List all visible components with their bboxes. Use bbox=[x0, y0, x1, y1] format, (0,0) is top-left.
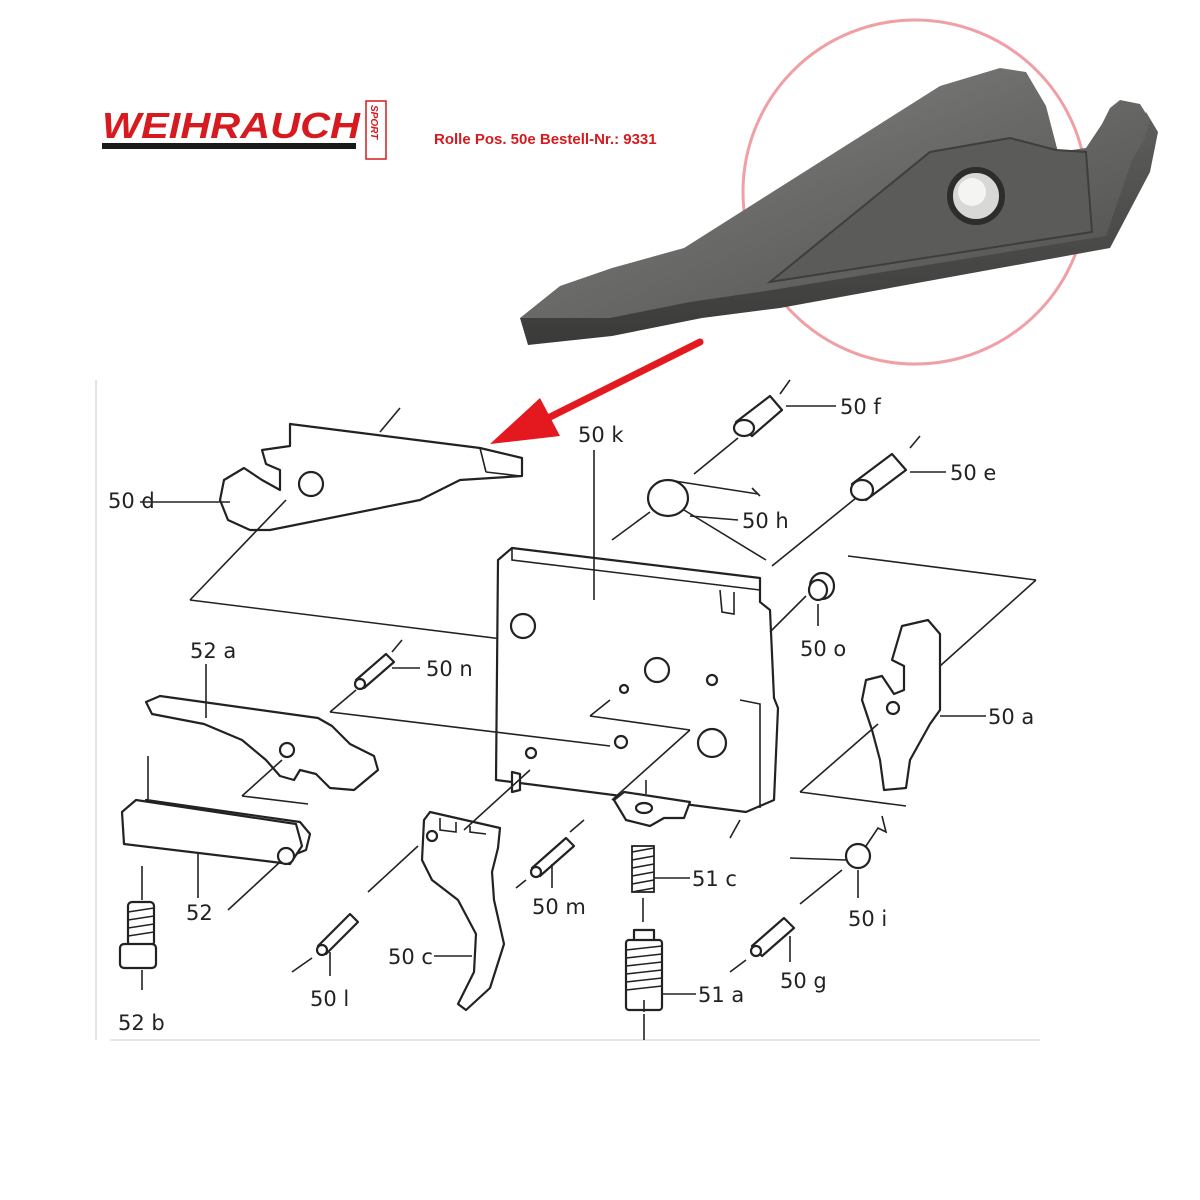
part-50f: 50 f bbox=[693, 379, 881, 475]
part-50a: 50 a bbox=[799, 618, 1034, 807]
logo-sport-tag: SPORT bbox=[368, 105, 379, 140]
part-50i: 50 i bbox=[789, 815, 887, 931]
lever-photo bbox=[520, 68, 1158, 345]
label-52b: 52 b bbox=[118, 1011, 165, 1035]
label-50i: 50 i bbox=[848, 907, 887, 931]
part-caption: Rolle Pos. 50e Bestell-Nr.: 9331 bbox=[434, 131, 657, 148]
part-50m: 50 m bbox=[515, 819, 586, 919]
logo-underline-bar bbox=[102, 143, 356, 149]
part-50k: 50 k bbox=[494, 423, 780, 814]
part-50e: 50 e bbox=[771, 435, 996, 567]
label-51c: 51 c bbox=[692, 867, 737, 891]
part-52b: 52 b bbox=[118, 866, 165, 1035]
label-50f: 50 f bbox=[840, 395, 881, 419]
part-50h: 50 h bbox=[611, 478, 789, 561]
part-50n: 50 n bbox=[329, 639, 611, 747]
label-50h: 50 h bbox=[742, 509, 789, 533]
part-51a: 51 a bbox=[624, 928, 744, 1040]
label-50m: 50 m bbox=[532, 895, 586, 919]
part-50d: 50 d bbox=[108, 407, 524, 641]
part-50c: 50 c bbox=[367, 810, 506, 1012]
label-50n: 50 n bbox=[426, 657, 473, 681]
logo-wordmark: WEIHRAUCH bbox=[102, 105, 361, 146]
logo-sport-box bbox=[365, 100, 387, 160]
label-50o: 50 o bbox=[800, 637, 846, 661]
label-52: 52 bbox=[186, 901, 213, 925]
part-50o: 50 o bbox=[769, 555, 1037, 667]
part-52a: 52 a bbox=[144, 639, 380, 805]
label-50c: 50 c bbox=[388, 945, 433, 969]
part-50g: 50 g bbox=[729, 916, 827, 993]
label-50d: 50 d bbox=[108, 489, 155, 513]
label-50e: 50 e bbox=[950, 461, 996, 485]
red-arrow-indicator bbox=[490, 338, 704, 444]
construction-lines bbox=[463, 699, 741, 839]
spring-coil bbox=[631, 845, 655, 893]
label-50l: 50 l bbox=[310, 987, 349, 1011]
label-50k: 50 k bbox=[578, 423, 624, 447]
diagram-frame bbox=[95, 380, 1040, 1041]
part-52: 52 bbox=[120, 756, 312, 925]
label-50a: 50 a bbox=[988, 705, 1034, 729]
weihrauch-logo: WEIHRAUCH SPORT bbox=[102, 100, 387, 160]
part-51c: 51 c bbox=[612, 780, 737, 922]
part-photo-highlight bbox=[490, 18, 1158, 444]
part-50l: 50 l bbox=[291, 912, 360, 1011]
label-50g: 50 g bbox=[780, 969, 827, 993]
label-52a: 52 a bbox=[190, 639, 236, 663]
label-51a: 51 a bbox=[698, 983, 744, 1007]
